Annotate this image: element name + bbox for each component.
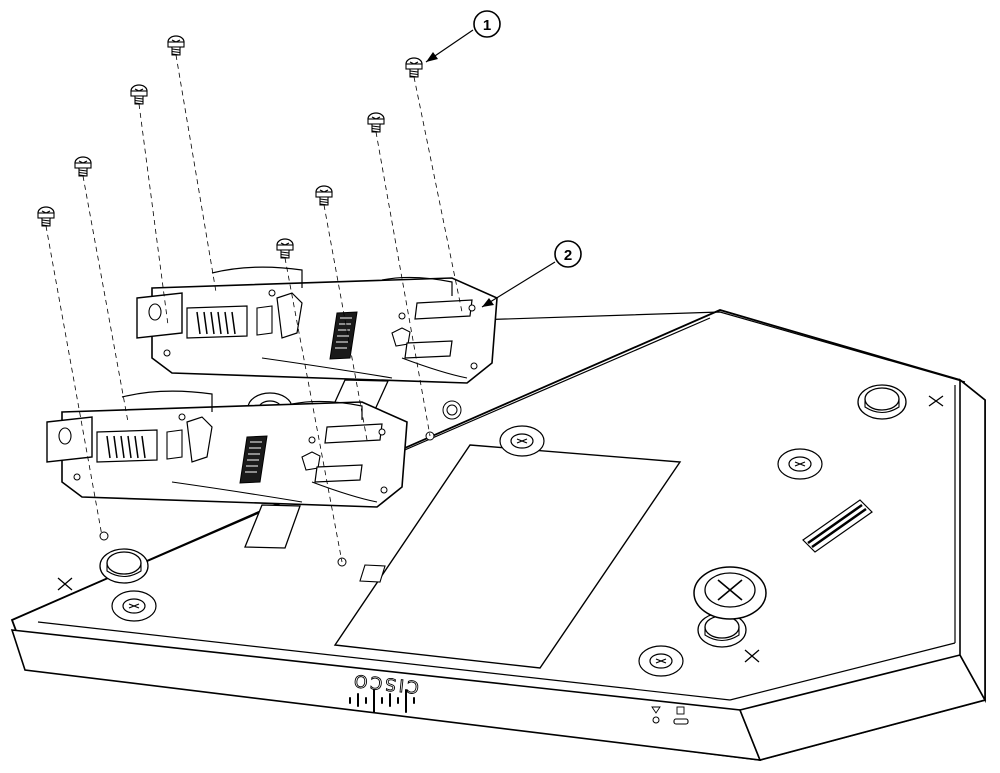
usb-port [673, 706, 689, 725]
status-led [651, 706, 661, 724]
rail-slot [359, 564, 386, 583]
screw [367, 112, 385, 133]
callout-1: 1 [425, 10, 501, 63]
regulatory-label [802, 499, 873, 553]
alignment-mark-icon [928, 395, 944, 407]
mounting-screw-hole [777, 448, 823, 480]
din-rail-bracket-front [46, 390, 408, 508]
screw [37, 206, 55, 227]
callout-2-number: 2 [564, 247, 572, 264]
screw [405, 57, 423, 78]
screw [130, 84, 148, 105]
mounting-screw-hole [499, 425, 545, 457]
din-rail-bracket-rear [136, 266, 498, 384]
screw [315, 185, 333, 206]
rubber-foot [99, 548, 149, 584]
mounting-screw-hole [638, 645, 684, 677]
callout-1-number: 1 [483, 17, 491, 34]
rail-slot [244, 504, 301, 549]
cable-grommet [693, 566, 767, 620]
screw [276, 238, 294, 259]
mounting-screw-hole [111, 590, 157, 622]
screw [74, 156, 92, 177]
chassis-holes [99, 400, 462, 567]
alignment-guide-lines [45, 54, 463, 563]
alignment-mark-icon [744, 649, 760, 663]
screw [167, 35, 185, 56]
cisco-bridge-icon [349, 689, 415, 713]
rubber-foot [857, 384, 907, 420]
callout-2: 2 [481, 240, 582, 308]
alignment-mark-icon [57, 577, 73, 591]
